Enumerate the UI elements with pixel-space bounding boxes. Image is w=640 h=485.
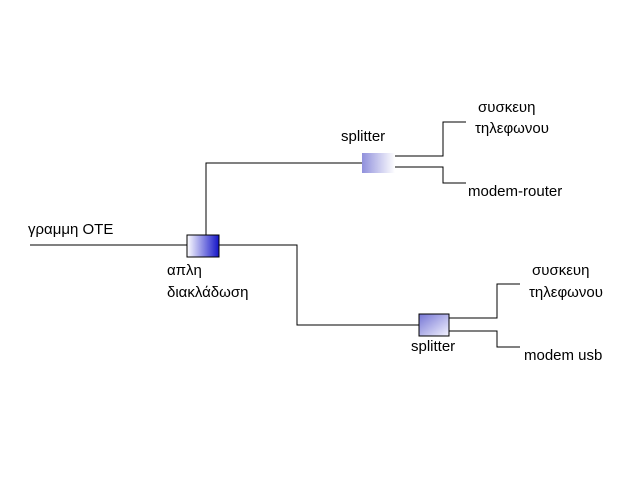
- incoming-line-label: γραμμη ΟΤΕ: [28, 221, 114, 238]
- modem-usb-label: modem usb: [524, 347, 603, 364]
- connector-splitter-top-to-phone: [395, 121, 466, 157]
- splitter-bottom-box: [418, 313, 450, 337]
- splitter-top-box: [362, 153, 395, 173]
- modem-router-label: modem-router: [468, 183, 563, 200]
- connector-splitter-bottom-to-modem-usb: [449, 330, 520, 348]
- phone-top-label-line2: τηλεφωνου: [475, 120, 549, 137]
- connector-junction-to-splitter-top: [205, 162, 362, 235]
- splitter-top-label: splitter: [341, 128, 386, 145]
- splitter-bottom-label: splitter: [411, 338, 456, 355]
- connector-junction-to-splitter-bottom: [219, 244, 419, 326]
- phone-top-label-line1: συσκευη: [478, 99, 536, 116]
- junction-label-line1: απλη: [167, 262, 202, 279]
- phone-bottom-label-line2: τηλεφωνου: [529, 284, 603, 301]
- connector-splitter-top-to-modem-router: [395, 166, 466, 184]
- junction-label-line2: διακλάδωση: [167, 284, 249, 301]
- phone-bottom-label-line1: συσκευη: [532, 262, 590, 279]
- junction-box: [186, 234, 220, 258]
- connector-splitter-bottom-to-phone: [449, 283, 520, 319]
